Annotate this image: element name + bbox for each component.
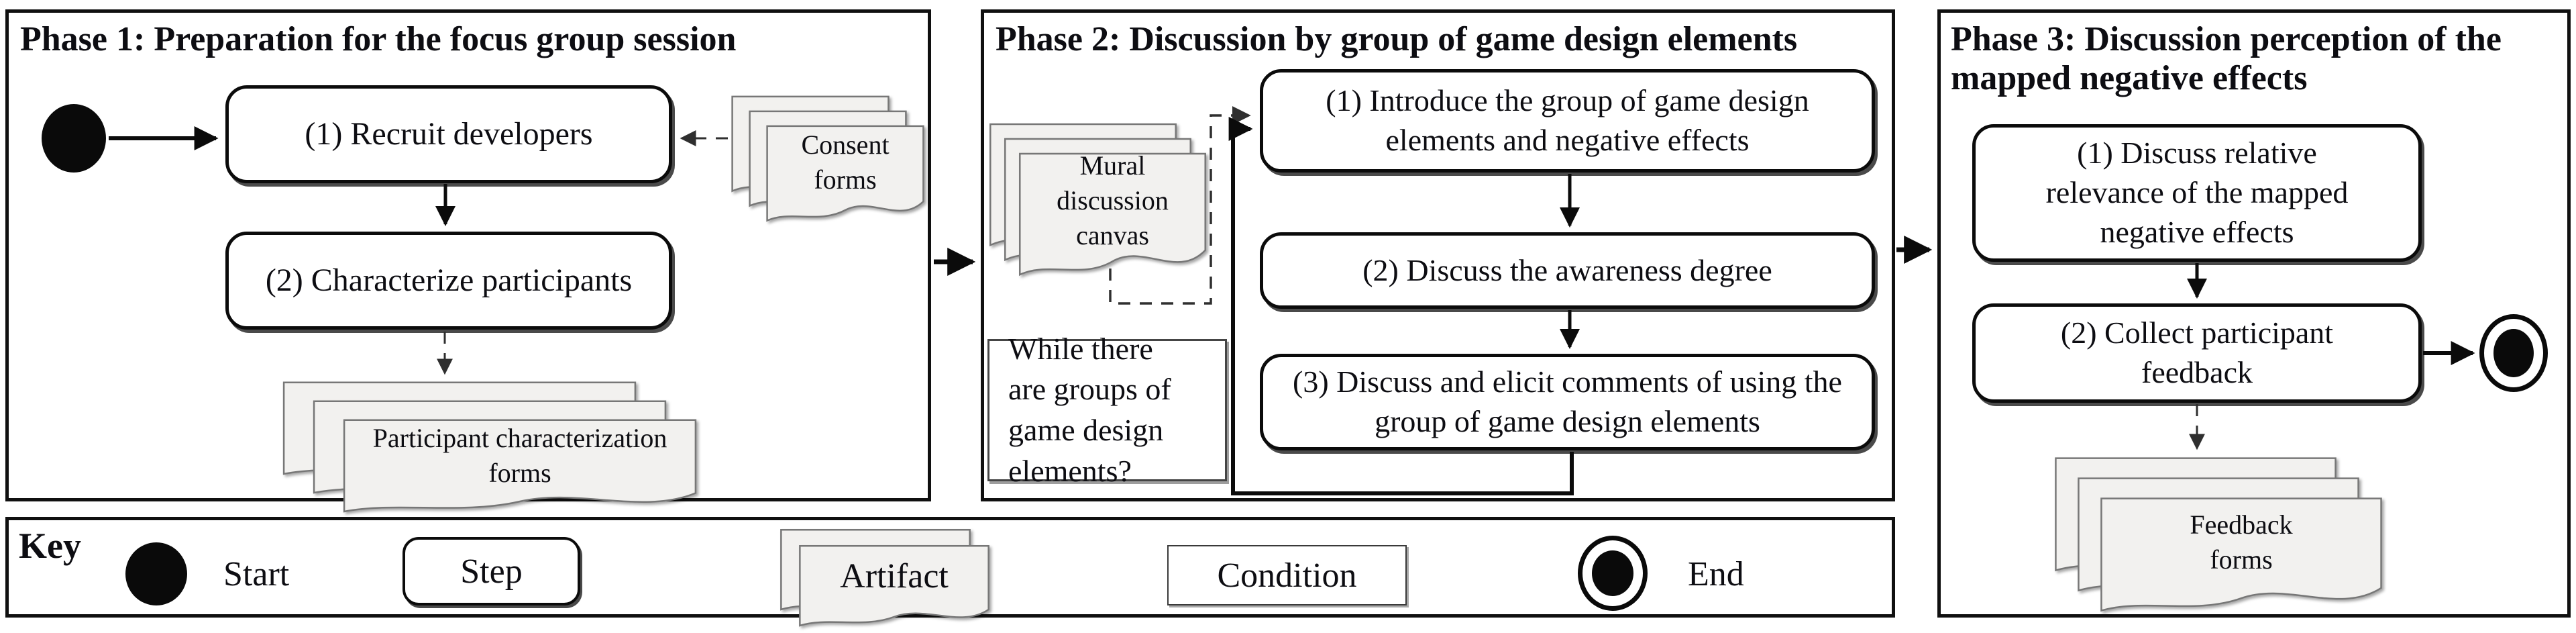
phase3-step-collect-feedback: (2) Collect participant feedback (1972, 303, 2422, 403)
mural-canvas-artifact: Mural discussion canvas (1057, 150, 1169, 250)
start-icon (42, 104, 106, 173)
end-icon (2479, 314, 2548, 392)
phase1-step-characterize-participants: (2) Characterize participants (225, 232, 672, 330)
characterization-forms-front-page-icon (339, 418, 701, 522)
consent-forms-front-page-icon (765, 124, 926, 231)
key-end-label: End (1688, 554, 1744, 593)
key-start-icon (125, 542, 187, 605)
phase2-step-elicit-comments: (3) Discuss and elicit comments of using… (1260, 354, 1875, 450)
key-artifact-label: Artifact (840, 557, 949, 596)
feedback-forms-artifact: Feedback forms (2190, 509, 2293, 575)
phase2-step-introduce-elements: (1) Introduce the group of game design e… (1260, 69, 1875, 173)
phase1-step-recruit-developers: (1) Recruit developers (225, 85, 672, 183)
feedback-forms-front-page-icon (2097, 495, 2385, 623)
key-end-icon (1578, 536, 1648, 611)
key-step-icon: Step (402, 537, 580, 605)
phase2-loop-condition: While there are groups of game design el… (987, 332, 1227, 488)
characterization-forms-artifact: Participant characterization forms (372, 422, 667, 488)
phase3-title: Phase 3: Discussion perception of the ma… (1951, 20, 2502, 98)
key-start-label: Start (223, 554, 290, 593)
phase2-step-discuss-awareness: (2) Discuss the awareness degree (1260, 232, 1875, 309)
key-title: Key (19, 526, 81, 566)
phase2-title: Phase 2: Discussion by group of game des… (996, 20, 1798, 58)
key-artifact-front-page-icon (797, 544, 991, 633)
phase1-title: Phase 1: Preparation for the focus group… (20, 20, 737, 58)
consent-forms-artifact: Consent forms (801, 130, 890, 195)
key-condition-icon: Condition (1167, 545, 1407, 605)
phase3-step-discuss-relevance: (1) Discuss relative relevance of the ma… (1972, 124, 2422, 262)
